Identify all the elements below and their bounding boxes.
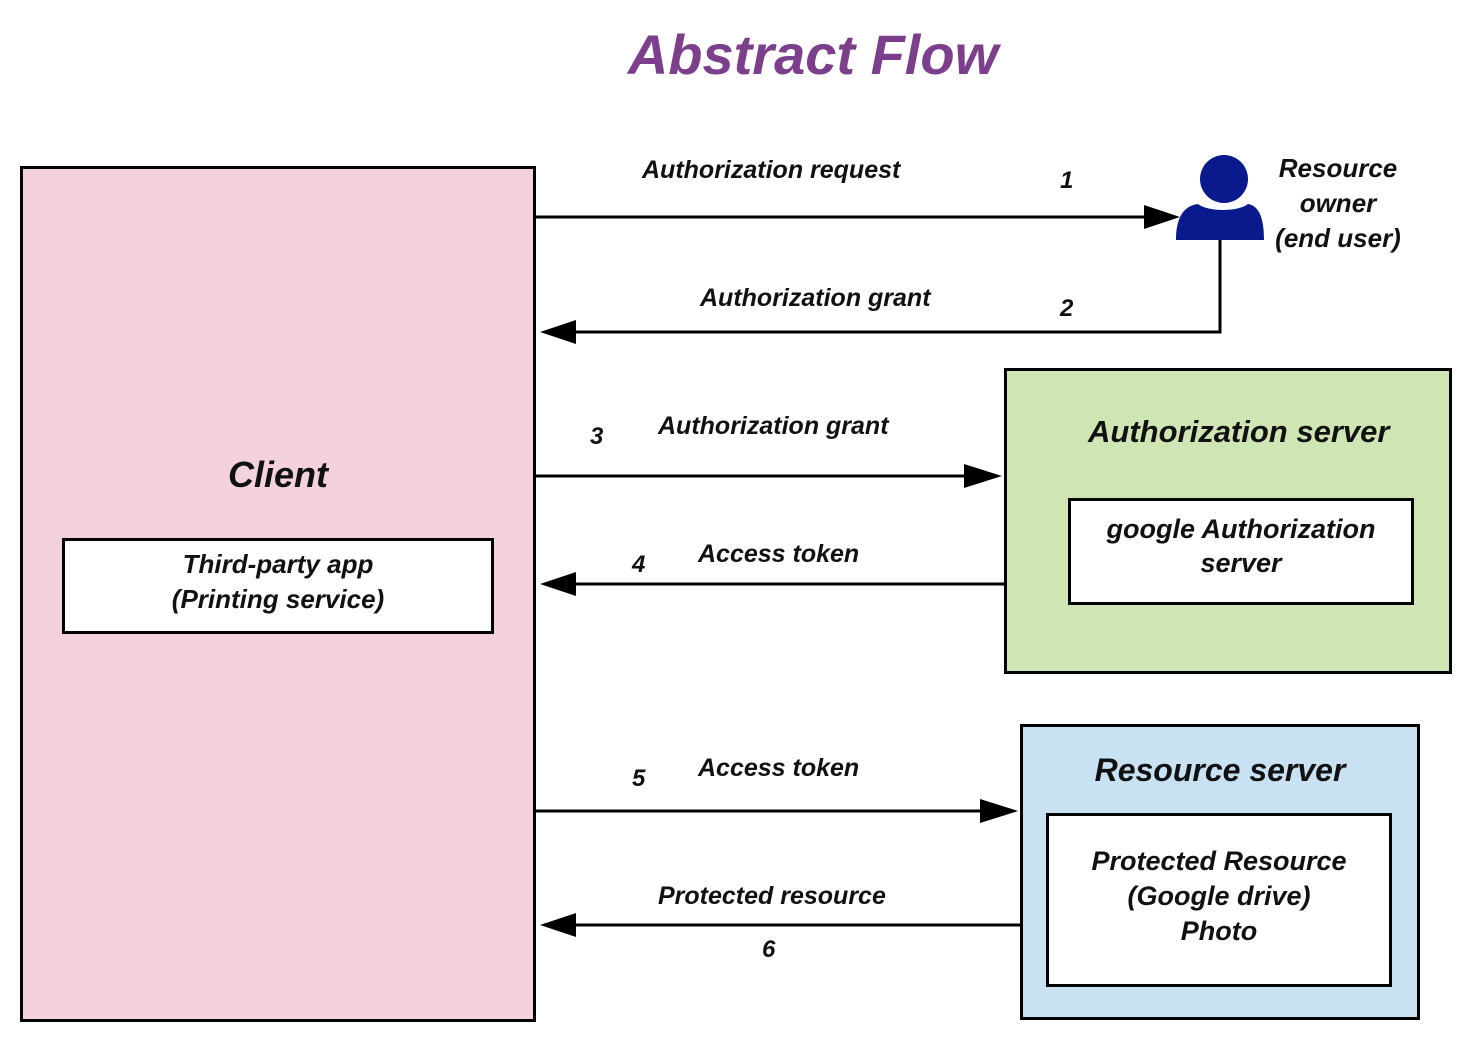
flow-5-step: 5 — [632, 765, 646, 792]
google-authorization-server-line2: server — [1200, 548, 1282, 578]
third-party-app-box — [62, 538, 494, 634]
flow-2-label: Authorization grant — [700, 284, 931, 312]
flow-3-step: 3 — [590, 423, 604, 450]
google-authorization-server-line1: google Authorization — [1106, 514, 1376, 544]
diagram-title: Abstract Flow — [627, 23, 999, 86]
flow-4-step: 4 — [632, 551, 646, 578]
flow-5-arrowhead — [980, 799, 1018, 823]
flow-3-arrowhead — [964, 464, 1002, 488]
third-party-app-label-line2: (Printing service) — [171, 584, 385, 614]
flow-6-arrowhead — [540, 913, 576, 937]
protected-resource-line3: Photo — [1180, 916, 1258, 946]
resource-owner-line2: owner — [1299, 188, 1377, 218]
resource-server-label: Resource server — [1094, 752, 1346, 788]
flow-4-label: Access token — [698, 540, 860, 568]
client-label: Client — [227, 454, 328, 495]
flow-5-label: Access token — [698, 754, 860, 782]
user-icon — [1176, 155, 1264, 240]
protected-resource-line1: Protected Resource — [1091, 846, 1347, 876]
flow-2-line — [570, 240, 1222, 334]
flow-3-label: Authorization grant — [658, 412, 889, 440]
flow-4-arrowhead — [540, 572, 576, 596]
flow-1-label: Authorization request — [642, 156, 901, 184]
flow-1-step: 1 — [1060, 167, 1074, 194]
third-party-app-label-line1: Third-party app — [182, 549, 374, 579]
google-authorization-server-box — [1068, 498, 1414, 605]
authorization-server-label: Authorization server — [1088, 414, 1390, 449]
flow-2-arrowhead — [540, 320, 576, 344]
flow-6-label: Protected resource — [658, 882, 886, 910]
flow-6-step: 6 — [762, 936, 776, 963]
protected-resource-line2: (Google drive) — [1127, 881, 1311, 911]
flow-1-arrowhead — [1144, 205, 1180, 229]
protected-resource-box — [1046, 813, 1392, 987]
flow-2-step: 2 — [1060, 295, 1074, 322]
resource-owner-line3: (end user) — [1275, 223, 1401, 253]
resource-owner-line1: Resource — [1278, 153, 1398, 183]
